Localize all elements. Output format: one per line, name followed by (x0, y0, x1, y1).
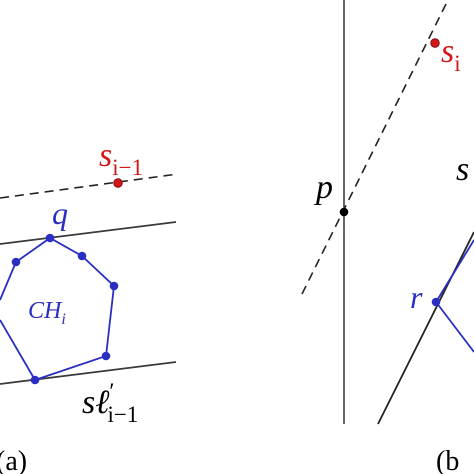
label-sl-prime: sℓ′i−1 (82, 379, 138, 427)
lower-support-line (0, 361, 177, 385)
label-s-prev: si−1 (99, 137, 143, 180)
line-through-r (377, 231, 474, 425)
hull-vertex-5 (101, 351, 111, 361)
point-s-i (430, 38, 440, 48)
label-r: r (410, 279, 423, 315)
panel-a-label: (a) (0, 446, 27, 474)
label-s-i: si (441, 33, 461, 76)
dashed-line-b (301, 3, 447, 295)
panel-b: si p s r (b (301, 0, 474, 474)
label-p: p (314, 169, 333, 206)
panel-b-label: (b (436, 446, 459, 474)
point-r (431, 297, 441, 307)
point-s-prev (113, 178, 123, 188)
hull-vertex-3 (77, 251, 87, 261)
hull-vertex-1 (11, 257, 21, 267)
point-p (339, 207, 349, 217)
label-q: q (52, 195, 68, 231)
hull-vertex-4 (109, 281, 119, 291)
hull-vertex-6 (30, 375, 40, 385)
label-s-partial: s (456, 151, 469, 188)
hull-edge-b-upper (435, 239, 474, 303)
hull-edge-b-lower (435, 301, 474, 353)
dashed-line-a (0, 173, 179, 199)
hull-vertex-q (45, 233, 55, 243)
label-ch-i: CHi (28, 298, 66, 328)
convex-hull-polygon (0, 236, 115, 382)
panel-a: si−1 q CHi sℓ′i−1 (a) (0, 137, 179, 474)
upper-support-line (0, 221, 177, 245)
